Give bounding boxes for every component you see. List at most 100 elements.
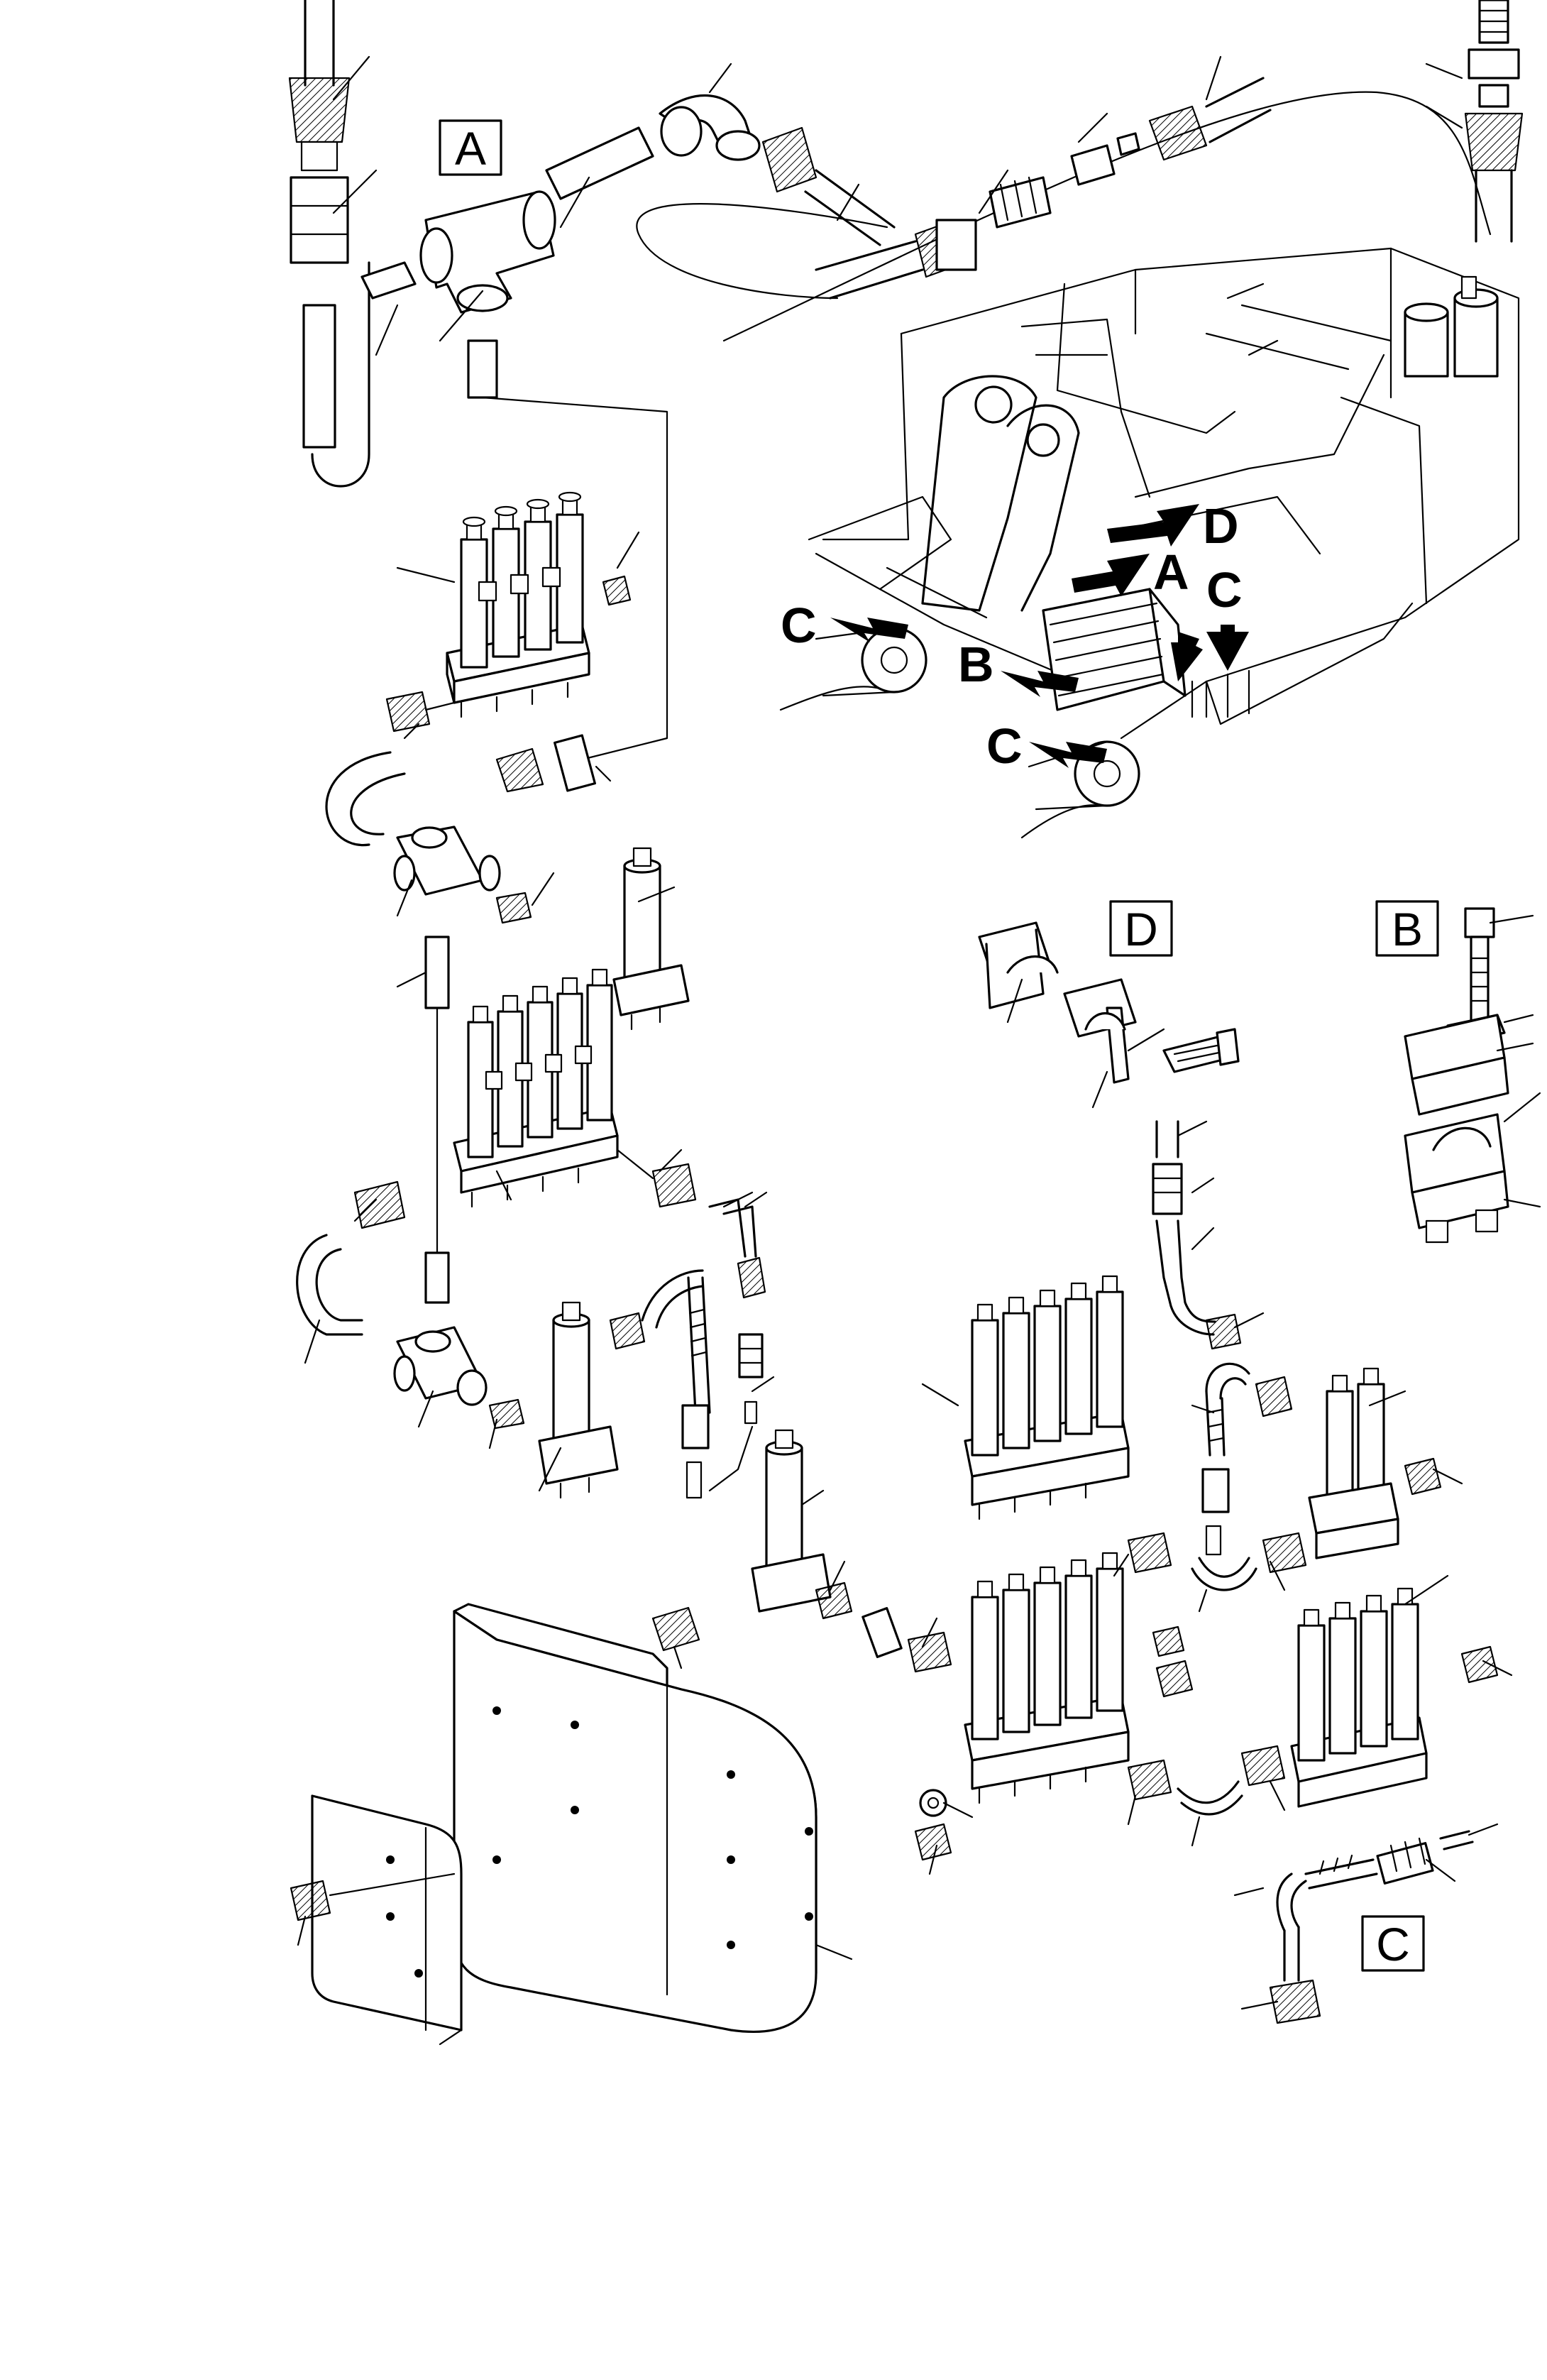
hose-vertical-top-right (1475, 169, 1513, 243)
boom-arm-right (1006, 404, 1080, 612)
swivel-fitting-4 (1148, 105, 1208, 161)
nipple-5 (1152, 1163, 1183, 1215)
detail-a-box (439, 119, 502, 176)
detail-c-fittings: C (1269, 1830, 1474, 2024)
union-nut-7 (1127, 1532, 1172, 1574)
detail-d-label: D (1124, 903, 1158, 955)
detail-b-clamp: B (1375, 900, 1509, 1244)
tube-end-2 (1439, 1830, 1474, 1850)
pipe-stub-3 (554, 734, 596, 792)
grease-nipple-7 (1155, 1660, 1194, 1698)
single-valve-2 (552, 1319, 590, 1442)
hose-loop-left (311, 261, 370, 488)
reservoir-2 (1453, 297, 1499, 378)
grease-nipple-4 (488, 1398, 525, 1430)
arrow-d (1107, 504, 1199, 547)
hose-loop-2 (325, 751, 406, 847)
grease-nipple-6 (1404, 1457, 1442, 1496)
nipple-2 (1116, 132, 1140, 156)
grease-nipple-2 (495, 892, 532, 924)
union-nut-6 (1255, 1376, 1293, 1417)
left-middle-connectors (296, 1198, 766, 1499)
nipple-6 (1201, 1468, 1230, 1513)
arrow-c-right-1 (1206, 625, 1249, 671)
nipple-7 (1376, 1842, 1434, 1885)
hose-end-2 (815, 240, 924, 300)
guard-side-plate (311, 1794, 463, 2031)
distributor-block-4-right-lower (1127, 1587, 1499, 1816)
detail-c-label: C (1376, 1918, 1410, 1970)
detail-d-clamp: D (978, 900, 1240, 1084)
pipe-stub-6 (861, 1607, 903, 1658)
grease-nipple-8 (1460, 1645, 1499, 1684)
pointer-c-left-label: C (781, 598, 817, 653)
union-nut-3 (1070, 144, 1116, 186)
boom-arm-left (921, 375, 1037, 612)
guard-plate-front (453, 1610, 817, 2033)
block-4-valves (460, 491, 584, 669)
distributor-block-5-right-upper (964, 1275, 1130, 1520)
lube-tube-1 (1020, 318, 1151, 498)
hose-end-3 (1205, 77, 1272, 143)
pointer-c-right-label: C (1206, 562, 1243, 618)
union-nut-10 (1240, 1745, 1286, 1787)
clamp-plate-bottom (1411, 1170, 1509, 1229)
leader-lines (297, 55, 1541, 2010)
guard-plates (290, 1603, 817, 2046)
washer-1 (919, 1789, 947, 1817)
union-nut-4 (495, 747, 544, 793)
swivel-fitting-1 (288, 77, 351, 143)
nut-2 (914, 1823, 952, 1861)
union-nut-8 (1262, 1532, 1307, 1574)
swivel-fitting-5 (1464, 112, 1524, 172)
pipe-stub-5 (424, 1251, 450, 1304)
detail-b-box (1375, 900, 1439, 957)
grease-nipple-3 (651, 1163, 697, 1208)
detail-d-box (1109, 900, 1173, 957)
tube-end-1 (1155, 1120, 1179, 1158)
detail-a-label: A (455, 122, 486, 175)
connectors-under-d (1152, 1120, 1242, 1350)
swivel-fitting-2 (761, 126, 817, 193)
hose-piece-2 (545, 126, 654, 200)
elbow-tube-3 (1155, 1219, 1216, 1336)
elbow-tube-5 (1276, 1872, 1307, 1932)
pointer-a-label: A (1153, 544, 1189, 600)
detail-b-label: B (1392, 903, 1423, 955)
union-nut-9 (1127, 1759, 1172, 1801)
grease-nipple-9 (1269, 1979, 1321, 2024)
machine-frame (779, 247, 1520, 839)
grease-nipple-5 (609, 1312, 646, 1350)
pipe-stub-4 (424, 936, 450, 1009)
cross-fitting-group (325, 734, 596, 1265)
pin-joint-1 (861, 627, 927, 693)
lube-tube-2 (1134, 353, 1385, 498)
pump-block (1042, 588, 1165, 711)
pointer-arrows: D A C B C C (781, 498, 1250, 774)
hose-loop-5 (1177, 1780, 1243, 1816)
pointer-d-label: D (1203, 498, 1239, 554)
top-center-fittings (815, 77, 1272, 300)
hose-vertical-top-left (304, 0, 335, 87)
guard-bolt (651, 1606, 700, 1652)
reservoir-1 (1404, 311, 1449, 378)
nipple-3 (738, 1333, 764, 1378)
arrow-a (1072, 554, 1150, 596)
union-nut-12 (907, 1631, 952, 1673)
pipe-stub-1 (302, 304, 336, 449)
hose-loop-4 (1191, 1557, 1257, 1591)
detail-a-fittings: A (288, 0, 1492, 761)
pointer-c-lower-label: C (986, 718, 1023, 774)
arrow-c-left (830, 618, 908, 642)
arrow-c-lower (1029, 742, 1107, 768)
distributor-block-4 (385, 491, 632, 733)
hose-loop-upper (636, 203, 888, 300)
distributor-block-single-right (1308, 1367, 1442, 1559)
elbow-tube-1 (708, 1198, 757, 1258)
leader-tube-line (481, 396, 668, 761)
union-nut-5 (1205, 1313, 1242, 1350)
frame-lower-plate (808, 495, 952, 591)
union-nut-2 (935, 219, 977, 271)
pointer-b-label: B (958, 637, 994, 692)
